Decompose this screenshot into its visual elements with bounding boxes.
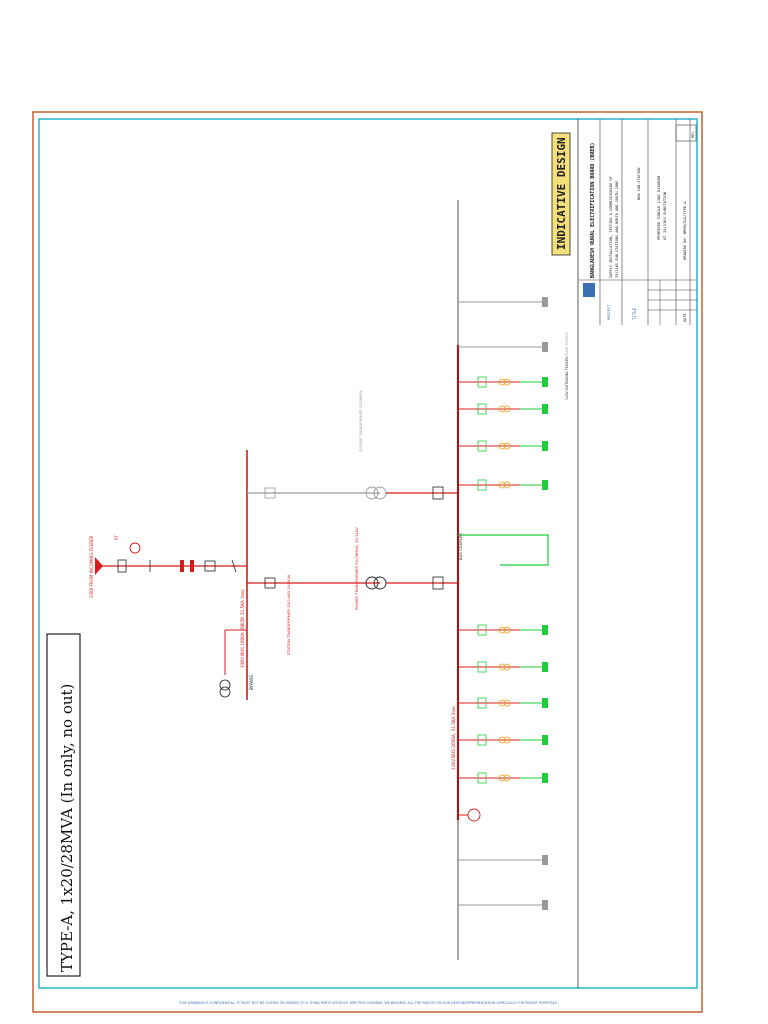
- footer-note: THIS DRAWING IS CONFIDENTIAL. IT MUST NO…: [178, 1001, 557, 1005]
- future-transformer: FUTURE TRANSFORMER 20/28MVA: [247, 390, 387, 500]
- feeder-row: [458, 479, 548, 491]
- feeder-row: [458, 440, 548, 452]
- type-title: TYPE-A, 1x20/28MVA (In only, no out): [58, 684, 76, 972]
- feeder-row: 11KV OUTGOING FEEDER: [458, 356, 569, 400]
- feeder-row: [458, 734, 548, 746]
- incoming-pt: [129, 542, 141, 554]
- feeder-label: 11KV OUTGOING FEEDER: [565, 356, 569, 400]
- project-line-3: NEW SUB-STATION: [637, 168, 641, 200]
- bypass-label: BYPASS: [249, 675, 254, 690]
- rev-label: REV: [691, 131, 695, 138]
- incoming-arrow: [95, 557, 103, 575]
- bus-33kv-label: 33KV BUS 1000A (SBCB) 31.5KA 3sec: [240, 588, 245, 668]
- drawing-title-1: PROPOSED SINGLE LINE DIAGRAM: [656, 175, 661, 240]
- sheet-outer-border: [32, 111, 703, 1013]
- board-logo: [583, 283, 595, 297]
- bus-coupler: BUS COUPLER: [458, 533, 549, 566]
- title-block: INDICATIVE DESIGN BANGLADESH RURAL ELECT…: [551, 119, 697, 988]
- type-title-box: [46, 633, 81, 977]
- future-feeder-label: FUTURE FEEDER: [565, 331, 569, 360]
- drawing-number: DRAWING NO. BREB/SLD/TYPE-A: [683, 201, 687, 260]
- feeder-row: [458, 772, 548, 784]
- outgoing-feeders: 11KV OUTGOING FEEDER: [458, 356, 569, 784]
- future-feeder-row: [458, 297, 548, 307]
- power-transformer: POWER TRANSFORMER 20/28MVA, 33/11KV: [247, 527, 387, 610]
- approval-grid: [648, 280, 697, 325]
- sheet-inner-border: [38, 118, 698, 989]
- future-feeders: FUTURE FEEDER: [458, 297, 569, 910]
- future-feeder-row: FUTURE FEEDER: [458, 331, 569, 360]
- incoming-feeder-label: 33KV FROM INCOMING FEEDER: [89, 535, 94, 598]
- incoming-pt-label: PT: [114, 535, 119, 540]
- indicative-design-label: INDICATIVE DESIGN: [555, 137, 568, 250]
- feeder-row: [458, 661, 548, 673]
- feeder-row: [458, 697, 548, 709]
- project-line-2: 33/11KV SUB-STATIONS AND NORTH AND SOUTH…: [615, 181, 619, 278]
- future-transformer-label: FUTURE TRANSFORMER 20/28MVA: [359, 390, 363, 452]
- drawing-title-2: AT 33/11KV SUBSTATION: [662, 191, 667, 240]
- board-name: BANGLADESH RURAL ELECTRIFICATION BOARD (…: [590, 143, 596, 278]
- future-feeder-row: [458, 855, 548, 865]
- feeder-row: [458, 624, 548, 636]
- feeder-row: [458, 403, 548, 415]
- indicative-design-box: [551, 132, 571, 256]
- project-line-1: SUPPLY INSTALLATION, TESTING & COMMISSIO…: [609, 176, 613, 278]
- future-feeder-row: [458, 900, 548, 910]
- incoming-feeder: 33KV FROM INCOMING FEEDER PT: [89, 535, 247, 598]
- power-transformer-label: POWER TRANSFORMER 20/28MVA, 33/11KV: [354, 527, 359, 610]
- station-transformer-branch: BYPASS STATION TRANSFORMER 33/0.4KV 100K…: [219, 574, 291, 698]
- title-label: TITLE: [632, 307, 637, 320]
- project-label: PROJECT: [607, 304, 611, 320]
- bus-11kv-pt: [458, 808, 481, 822]
- date-label: DATE: [683, 313, 687, 322]
- bus-coupler-label: BUS COUPLER: [458, 533, 463, 560]
- bus-11kv-label: 11KV BUS-2000A, 31.5KA 3sec: [451, 705, 456, 770]
- station-transformer-label: STATION TRANSFORMER 33/0.4KV 100KVA: [286, 574, 291, 655]
